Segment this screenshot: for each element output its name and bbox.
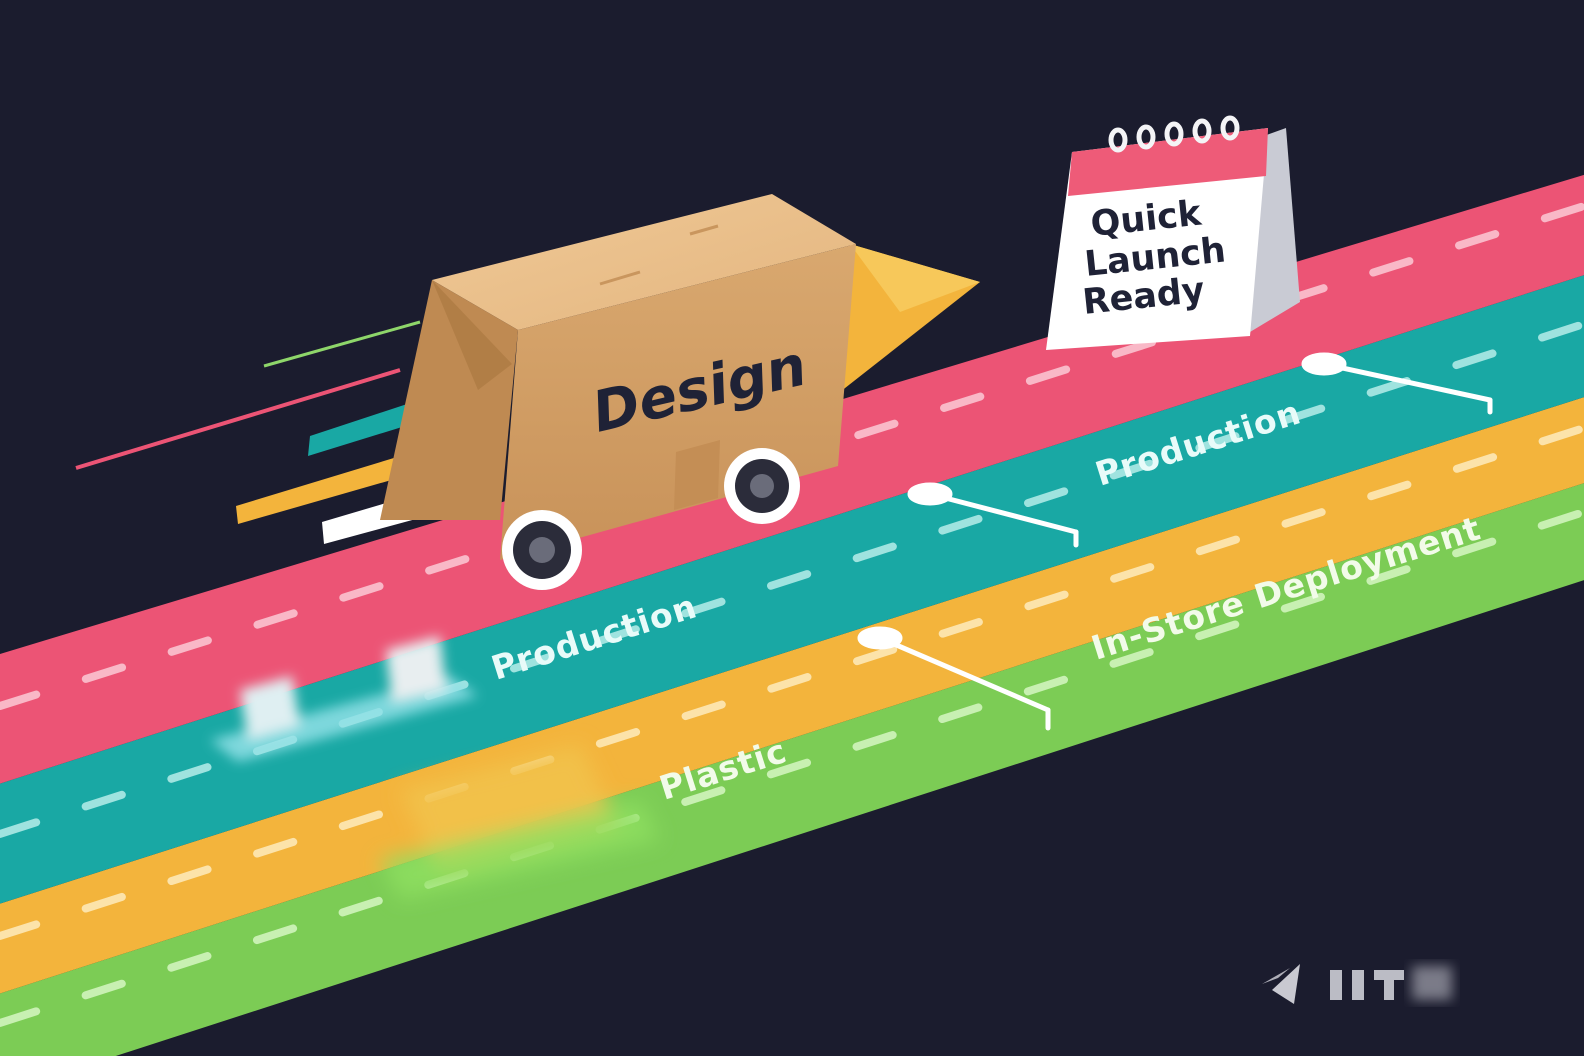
calendar-icon: Quick Launch Ready [1046, 115, 1300, 350]
blurred-object-icon [380, 744, 660, 900]
wheel-front-icon [724, 448, 800, 524]
lane-orange [0, 397, 1584, 994]
milestone-marker-3 [857, 626, 1051, 731]
logo-mark-icon [1262, 964, 1452, 1004]
glass-platform-icon [210, 636, 478, 762]
wheel-back-icon [502, 510, 582, 590]
milestone-marker-1 [907, 482, 1079, 548]
milestone-marker-2 [1301, 352, 1493, 415]
lane-green [0, 483, 1584, 1056]
design-box-truck: Design [380, 194, 980, 590]
